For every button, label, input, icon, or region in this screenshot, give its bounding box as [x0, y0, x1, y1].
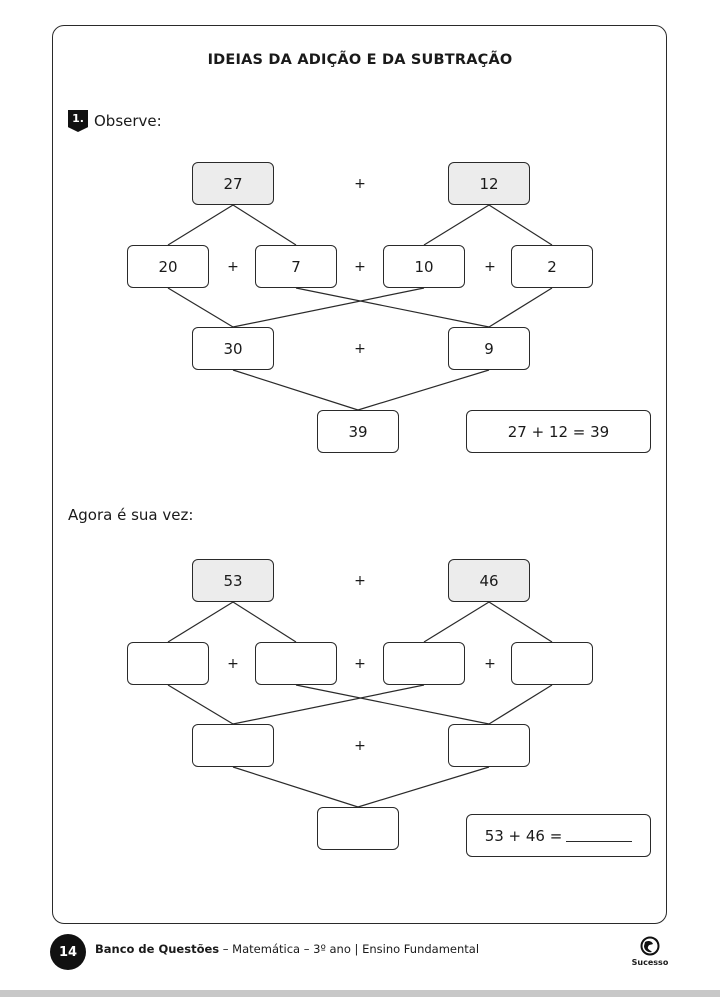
footer-subtitle: – Matemática – 3º ano | Ensino Fundament…: [219, 942, 480, 956]
exercise-top-right-box: 46: [448, 559, 530, 602]
bottom-edge-bar: [0, 990, 720, 997]
question-header: 1. Observe:: [68, 110, 162, 132]
plus-sign: +: [354, 738, 366, 754]
plus-sign: +: [354, 176, 366, 192]
plus-sign: +: [227, 259, 239, 275]
example-mid-box-3: 10: [383, 245, 465, 288]
plus-sign: +: [354, 573, 366, 589]
example-connector-lines: [167, 204, 553, 411]
exercise-answer-box-4[interactable]: [511, 642, 593, 685]
exercise-result-box: 53 + 46 =: [466, 814, 651, 857]
exercise-result-blank[interactable]: [566, 829, 633, 842]
exercise-answer-box-6[interactable]: [448, 724, 530, 767]
example-sum-box: 39: [317, 410, 399, 453]
globe-icon: [640, 936, 660, 956]
example-result-box: 27 + 12 = 39: [466, 410, 651, 453]
plus-sign: +: [227, 656, 239, 672]
exercise-sum-answer-box[interactable]: [317, 807, 399, 850]
plus-sign: +: [484, 656, 496, 672]
example-mid-box-2: 7: [255, 245, 337, 288]
example-mid-box-4: 2: [511, 245, 593, 288]
page-number: 14: [50, 934, 86, 970]
page-frame: [52, 25, 667, 924]
page-footer: 14 Banco de Questões – Matemática – 3º a…: [50, 934, 672, 970]
brand-name: Sucesso: [631, 958, 669, 967]
example-mid-box-1: 20: [127, 245, 209, 288]
exercise-answer-box-1[interactable]: [127, 642, 209, 685]
exercise-answer-box-3[interactable]: [383, 642, 465, 685]
exercise-result-prefix: 53 + 46 =: [484, 826, 563, 845]
footer-text: Banco de Questões – Matemática – 3º ano …: [95, 942, 479, 956]
question-number-badge: 1.: [68, 110, 88, 132]
question-prompt: Observe:: [94, 112, 162, 130]
footer-bank-title: Banco de Questões: [95, 942, 220, 956]
exercise-prompt: Agora é sua vez:: [68, 506, 194, 524]
example-lower-right-box: 9: [448, 327, 530, 370]
example-diagram: 27 + 12 20 + 7 + 10 + 2 30 + 9 39 27 + 1…: [0, 162, 720, 462]
plus-sign: +: [484, 259, 496, 275]
plus-sign: +: [354, 656, 366, 672]
example-lower-left-box: 30: [192, 327, 274, 370]
exercise-answer-box-2[interactable]: [255, 642, 337, 685]
exercise-answer-box-5[interactable]: [192, 724, 274, 767]
plus-sign: +: [354, 259, 366, 275]
exercise-top-left-box: 53: [192, 559, 274, 602]
sucesso-logo: Sucesso: [628, 936, 672, 967]
plus-sign: +: [354, 341, 366, 357]
page-title: IDEIAS DA ADIÇÃO E DA SUBTRAÇÃO: [207, 52, 513, 68]
exercise-connector-lines: [167, 601, 553, 808]
exercise-diagram: 53 + 46 + + + + 53 + 46 =: [0, 559, 720, 859]
example-top-left-box: 27: [192, 162, 274, 205]
example-top-right-box: 12: [448, 162, 530, 205]
